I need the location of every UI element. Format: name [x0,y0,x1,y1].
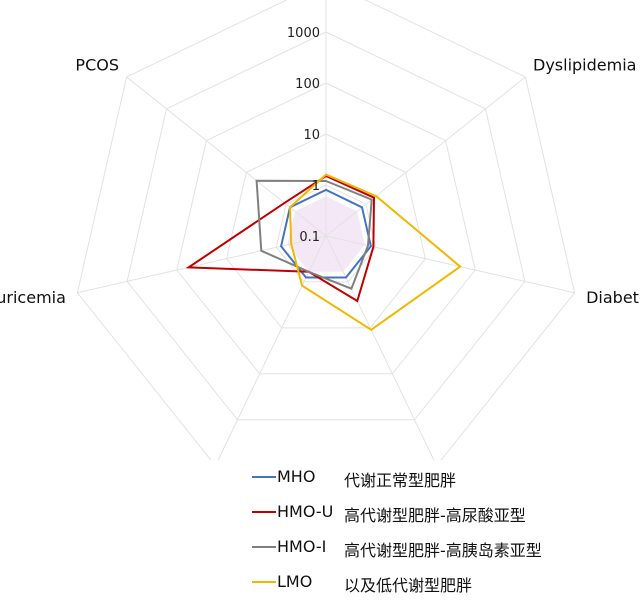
axis-labels: HypertensionDyslipidemiaDiabetesMetaboli… [0,56,640,308]
legend-swatch [252,546,276,548]
grid-spoke [325,235,435,460]
tick-label: 100 [295,77,320,92]
grid-ring [76,0,576,460]
legend-series-description: 代谢正常型肥胖 [344,471,457,490]
legend-series-description: 高代谢型肥胖-高胰岛素亚型 [344,541,542,560]
tick-label: 0.1 [299,230,320,245]
series-line-hmo-i [255,179,373,291]
series-line-lmo [288,173,462,332]
axis-label: PCOS [75,56,119,75]
legend-item-hmo-u: HMO-U 高代谢型肥胖-高尿酸亚型 [250,499,640,534]
grid-spoke [217,235,327,460]
grid-ring [176,82,476,375]
legend-swatch [252,511,276,513]
grid-ring [126,31,526,421]
tick-label: 1 [312,179,320,194]
legend-swatch [252,476,276,478]
legend-item-lmo: LMO 以及低代谢型肥胖 [250,569,640,604]
axis-label: Hyperuricemia [0,288,66,307]
tick-label: 1000 [287,26,320,41]
series-line-mho [280,188,372,279]
axis-label: Diabetes [586,288,640,307]
grid-spoke [325,76,526,237]
series-lines [185,173,462,332]
legend-swatch [252,581,276,583]
legend-series-description: 以及低代谢型肥胖 [344,576,473,595]
legend: MHO 代谢正常型肥胖 HMO-U 高代谢型肥胖-高尿酸亚型 HMO-I 高代谢… [250,464,640,604]
legend-series-name: LMO [277,572,313,591]
legend-item-mho: MHO 代谢正常型肥胖 [250,464,640,499]
grid-spoke [126,76,327,237]
grid-ring [226,133,426,329]
legend-series-name: HMO-I [277,537,327,556]
grid-spoke [77,235,327,294]
tick-labels: 0.1 1 10 100 1000 [287,26,320,245]
series-line-hmo-u [185,174,376,303]
legend-series-name: HMO-U [277,502,334,521]
tick-label: 10 [303,128,320,143]
spokes [77,0,575,460]
legend-series-description: 高代谢型肥胖-高尿酸亚型 [344,506,526,525]
legend-series-name: MHO [277,467,316,486]
legend-item-hmo-i: HMO-I 高代谢型肥胖-高胰岛素亚型 [250,534,640,569]
axis-label: Dyslipidemia [533,56,636,75]
